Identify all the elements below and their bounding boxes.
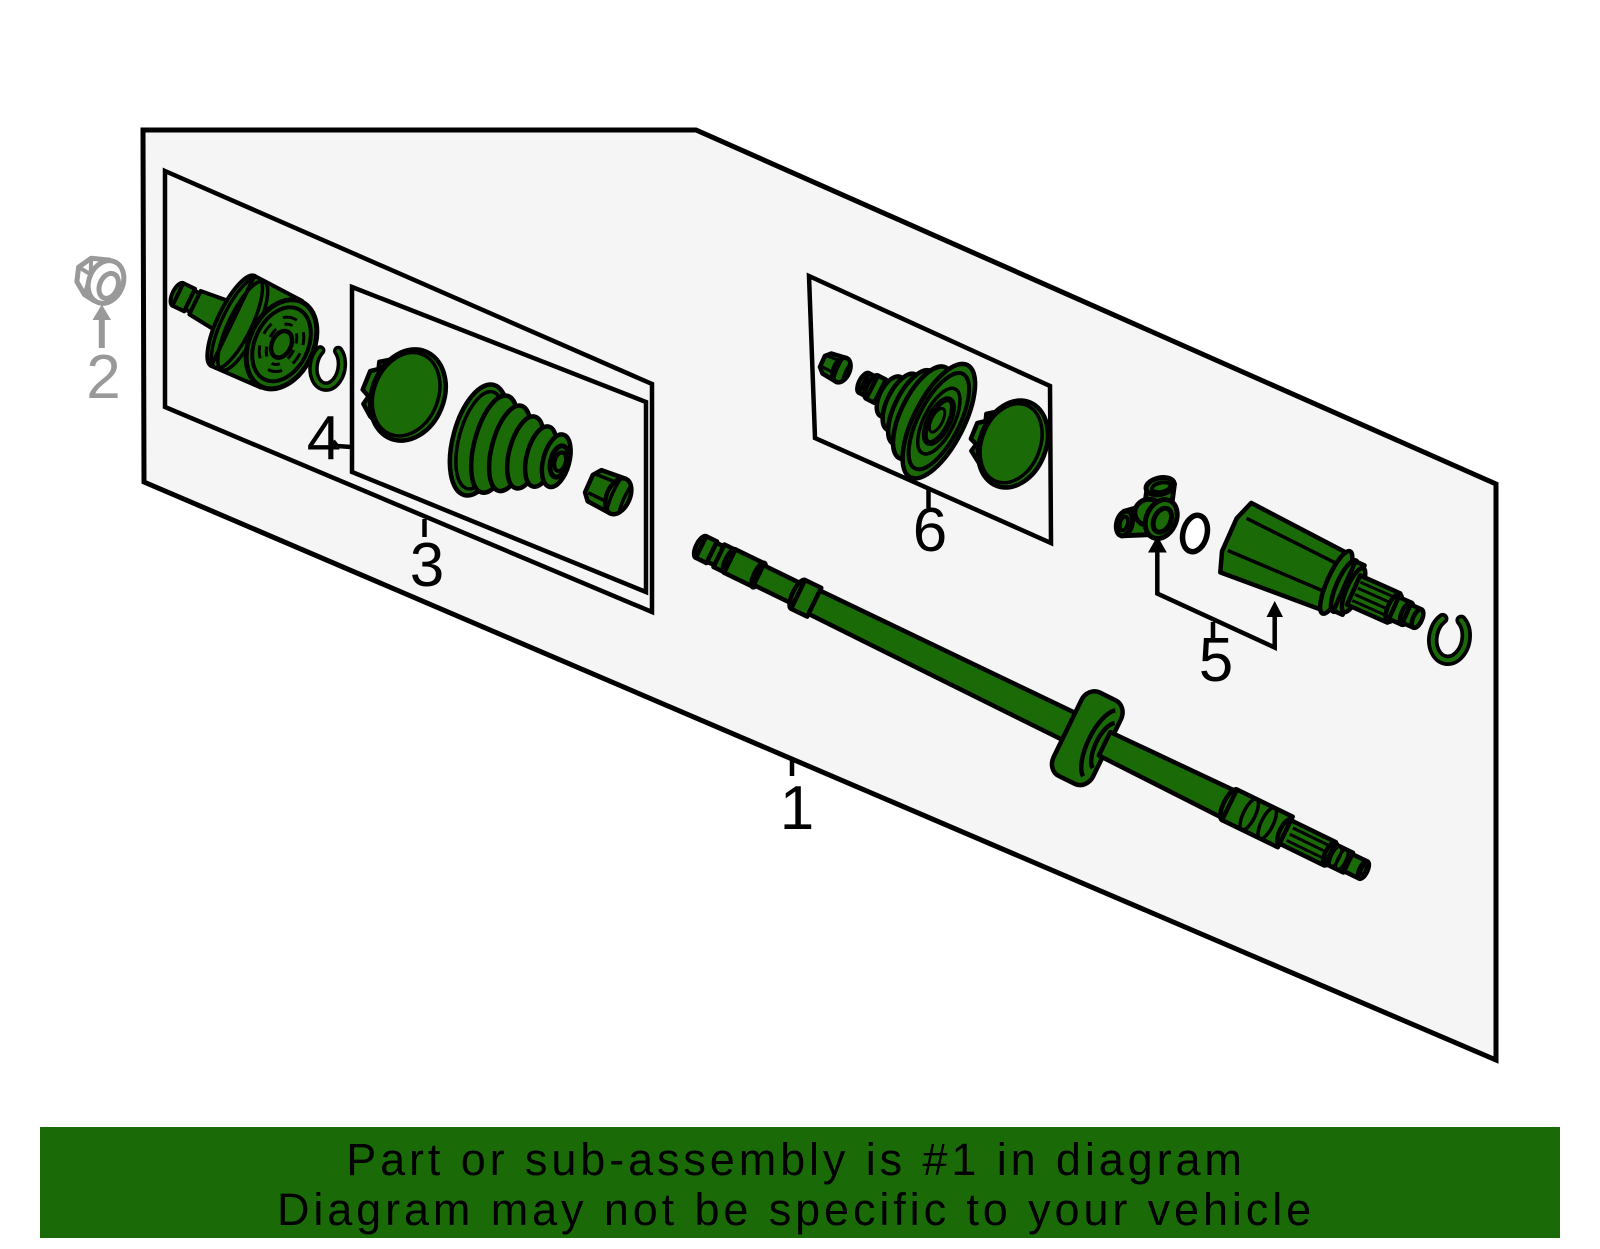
svg-text:Part or sub-assembly is #1 in: Part or sub-assembly is #1 in diagram: [346, 1134, 1246, 1185]
svg-text:6: 6: [913, 496, 947, 565]
svg-text:2: 2: [86, 343, 120, 412]
svg-text:1: 1: [780, 774, 814, 843]
svg-text:5: 5: [1199, 626, 1233, 695]
svg-text:4: 4: [307, 404, 341, 473]
svg-text:3: 3: [410, 531, 444, 600]
svg-text:Diagram may not be specific to: Diagram may not be specific to your vehi…: [277, 1184, 1315, 1235]
